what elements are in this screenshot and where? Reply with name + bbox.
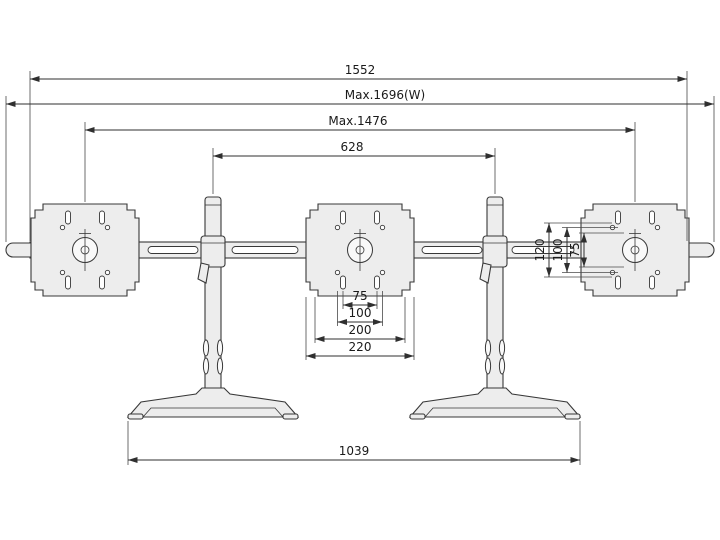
- left-base: [127, 387, 299, 420]
- dim-label-vesa-100-h: 100: [349, 306, 372, 320]
- right-base: [409, 387, 581, 420]
- vertical-hole-dimensions: 120 100 75: [533, 222, 624, 278]
- crossbar-slot: [147, 246, 199, 254]
- dim-label-max-width: Max.1696(W): [345, 88, 425, 102]
- dim-label-plate-220: 220: [349, 340, 372, 354]
- crossbar-slot: [421, 246, 483, 254]
- dim-label-vesa-75-h: 75: [352, 289, 367, 303]
- dim-label-bar-length: 1552: [345, 63, 376, 77]
- dim-label-base-span: 1039: [339, 444, 370, 458]
- left-pole: [197, 196, 226, 396]
- top-dimensions: 1552 Max.1696(W) Max.1476 628: [5, 63, 715, 242]
- center-vesa-plate: [305, 203, 415, 297]
- dim-label-vesa-100-v: 100: [551, 239, 565, 262]
- right-pole: [479, 196, 508, 396]
- right-vesa-plate: [580, 203, 690, 297]
- dim-label-pole-spacing: 628: [341, 140, 364, 154]
- left-vesa-plate: [30, 203, 140, 297]
- dim-label-plate-200: 200: [349, 323, 372, 337]
- center-plate-dimensions: 75 100 200 220: [305, 289, 415, 360]
- dim-label-max-inner: Max.1476: [328, 114, 387, 128]
- crossbar-slot: [231, 246, 299, 254]
- dim-label-vesa-120-v: 120: [533, 239, 547, 262]
- crossbar-slot: [511, 246, 575, 254]
- base-span-dimension: 1039: [127, 421, 581, 465]
- dim-label-vesa-75-v: 75: [568, 242, 582, 257]
